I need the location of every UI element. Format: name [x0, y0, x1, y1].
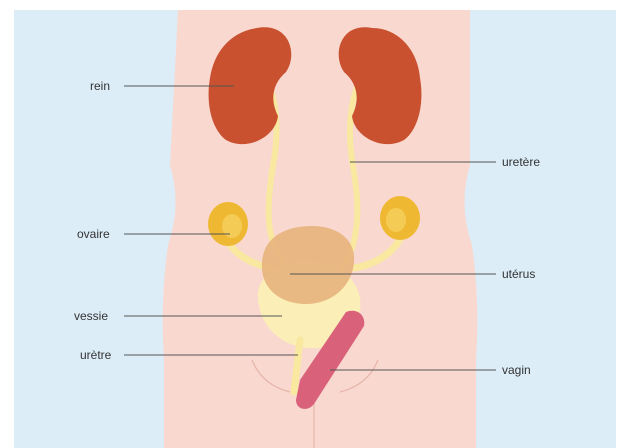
- label-ovaire: ovaire: [77, 227, 110, 241]
- label-rein: rein: [90, 79, 110, 93]
- label-vessie: vessie: [74, 309, 108, 323]
- label-uterus: utérus: [502, 267, 535, 281]
- label-uretre: urètre: [80, 348, 111, 362]
- label-vagin: vagin: [502, 363, 531, 377]
- ovary-left: [208, 202, 248, 246]
- label-uretere: uretère: [502, 155, 540, 169]
- ovary-right: [380, 196, 420, 240]
